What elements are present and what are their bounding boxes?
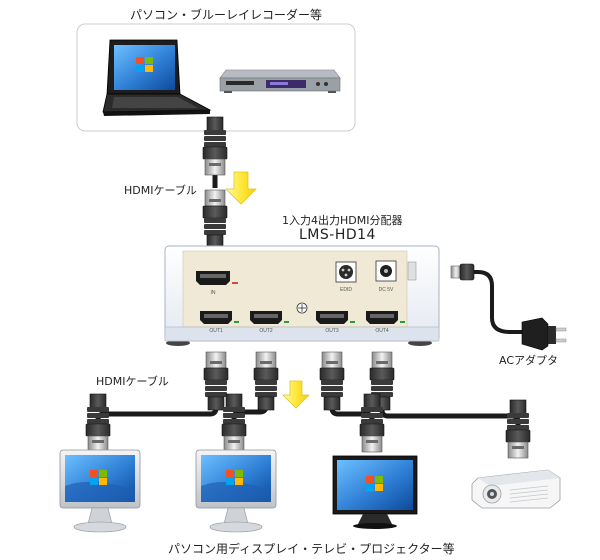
port-label-edid: EDID — [340, 287, 352, 293]
ground-screw-icon — [296, 302, 308, 314]
display-icons — [59, 449, 561, 533]
ac-adapter — [450, 263, 567, 351]
port-label-out1: OUT1 — [209, 328, 223, 334]
port-label-out2: OUT2 — [259, 328, 273, 334]
hdmi-in-port — [196, 271, 238, 285]
pc-monitor-2-icon — [195, 449, 277, 533]
hdmi-splitter-device: IN EDID DC 5V OUT1 OUT2 OUT3 OUT4 — [164, 245, 440, 346]
hdmi-cable-label-top: HDMIケーブル — [124, 184, 197, 197]
ac-adapter-label: ACアダプタ — [499, 354, 559, 367]
source-devices — [76, 23, 356, 132]
top-hdmi-cable — [202, 116, 228, 249]
pc-monitor-1-icon — [59, 449, 141, 533]
down-arrow-top — [225, 171, 257, 205]
port-label-in: IN — [211, 290, 216, 296]
destination-caption: パソコン用ディスプレイ・テレビ・プロジェクター等 — [168, 542, 455, 556]
output-hdmi-cables — [85, 351, 531, 459]
projector-icon — [471, 469, 561, 509]
source-caption: パソコン・ブルーレイレコーダー等 — [130, 8, 323, 22]
device-subtitle: 1入力4出力HDMI分配器 — [282, 214, 403, 227]
down-arrow-bottom — [282, 380, 310, 409]
port-label-dc-in: DC 5V — [379, 287, 394, 293]
hdmi-cable-label-bottom: HDMIケーブル — [96, 375, 169, 388]
edid-switch — [335, 261, 357, 283]
tv-icon — [332, 455, 418, 529]
laptop-icon — [102, 39, 212, 116]
port-label-out4: OUT4 — [375, 328, 389, 334]
ac-plug-icon — [521, 317, 567, 351]
dc-in-jack — [375, 260, 397, 282]
port-label-out3: OUT3 — [325, 328, 339, 334]
hdmi-out-ports — [200, 311, 405, 324]
blu-ray-recorder-icon — [219, 69, 341, 93]
device-model: LMS-HD14 — [299, 227, 376, 243]
